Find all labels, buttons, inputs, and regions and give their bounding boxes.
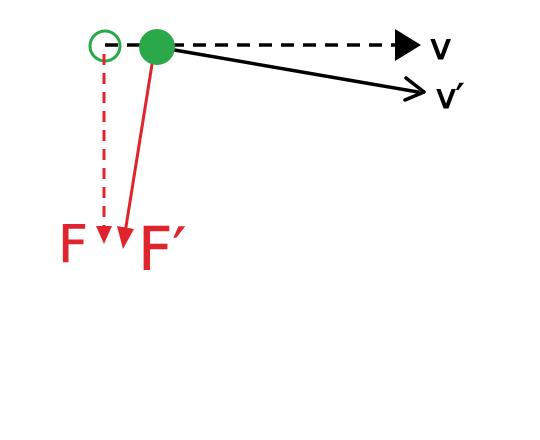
dashed-black-arrow-head bbox=[395, 29, 421, 61]
dashed-red-arrow-head bbox=[96, 226, 112, 244]
filled-green-circle bbox=[139, 29, 175, 65]
label-f-prime: F′ bbox=[138, 215, 186, 285]
label-v: v bbox=[430, 27, 451, 68]
label-f: F bbox=[58, 215, 88, 275]
solid-red-arrow-shaft bbox=[123, 50, 156, 235]
solid-red-arrow-head bbox=[117, 226, 134, 249]
solid-black-arrow-head bbox=[403, 76, 426, 102]
solid-black-arrow-shaft bbox=[155, 45, 420, 94]
label-v-prime: v′ bbox=[436, 77, 464, 117]
